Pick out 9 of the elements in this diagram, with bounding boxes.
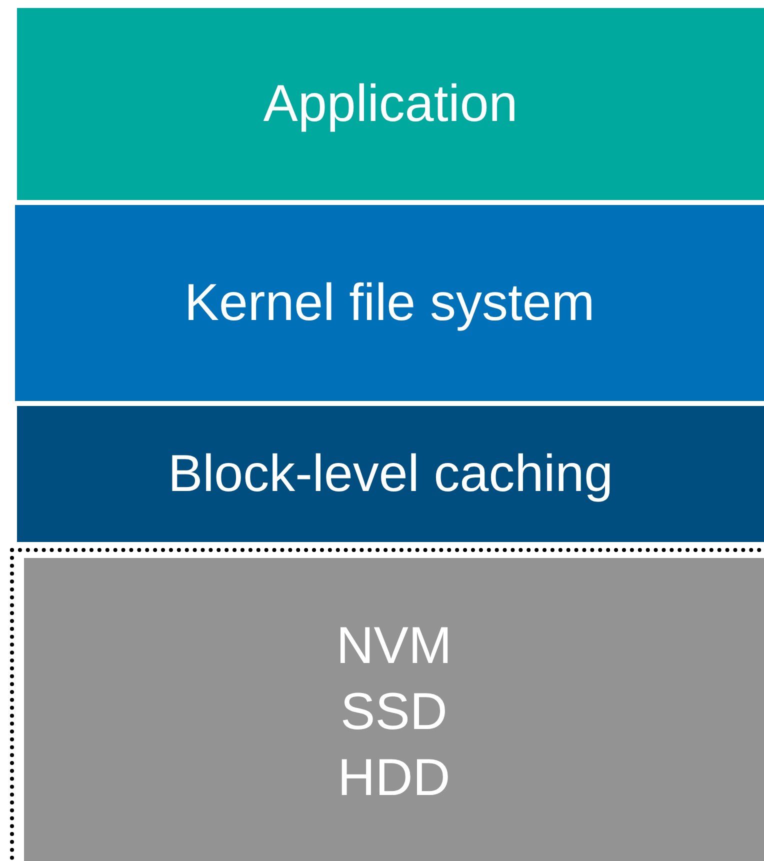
caching-layer <box>17 406 764 542</box>
layer-label: Block-level caching <box>168 444 614 504</box>
layer-label: NVM <box>336 616 452 676</box>
application-layer <box>17 8 764 200</box>
layer-label: Application <box>263 74 518 134</box>
layer-label: SSD <box>340 682 448 742</box>
file-system-layer <box>15 205 764 401</box>
layer-label: Kernel file system <box>184 273 595 333</box>
layer-label: HDD <box>338 748 450 808</box>
